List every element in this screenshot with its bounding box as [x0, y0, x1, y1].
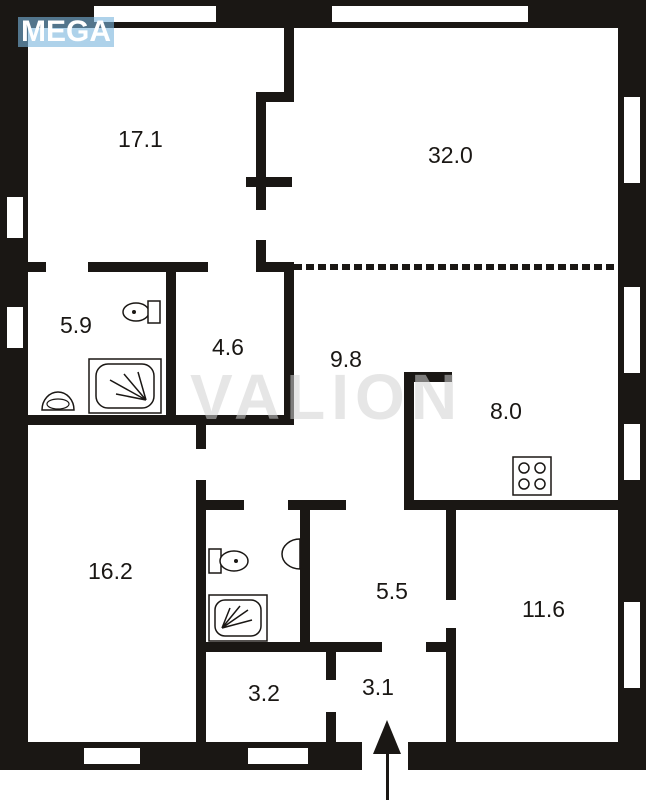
wall — [446, 628, 456, 742]
wall-left — [0, 0, 28, 770]
wall — [196, 415, 206, 449]
window — [82, 746, 142, 766]
shower-icon — [208, 594, 268, 642]
wall — [284, 262, 294, 424]
window — [622, 285, 642, 375]
wall — [404, 372, 414, 510]
window — [246, 746, 310, 766]
room-area-label: 5.9 — [60, 312, 92, 338]
room-area-label: 9.8 — [330, 346, 362, 372]
wall — [256, 262, 294, 272]
window — [622, 422, 642, 482]
wall — [206, 642, 382, 652]
sink-icon — [281, 538, 301, 570]
window — [330, 4, 530, 24]
watermark-text: VALION — [190, 361, 464, 433]
room-area-label: 3.2 — [248, 680, 280, 706]
brand-logo: MEGA — [18, 17, 114, 47]
partition-dashed — [294, 264, 618, 270]
window — [622, 600, 642, 690]
sink-icon — [41, 391, 75, 411]
stove-icon — [512, 456, 552, 496]
wall — [28, 262, 46, 272]
wall — [404, 372, 452, 382]
wall — [404, 500, 618, 510]
room-area-label: 4.6 — [212, 334, 244, 360]
room-area-label: 32.0 — [428, 142, 473, 168]
wall — [446, 510, 456, 600]
window — [92, 4, 218, 24]
window — [622, 95, 642, 185]
toilet-icon — [208, 548, 249, 574]
room-area-label: 8.0 — [490, 398, 522, 424]
wall — [166, 262, 176, 424]
wall — [88, 262, 208, 272]
room-area-label: 11.6 — [522, 596, 566, 622]
wall — [256, 240, 266, 272]
wall — [206, 500, 244, 510]
wall — [246, 177, 292, 187]
wall — [426, 642, 456, 652]
window — [5, 195, 25, 240]
wall — [28, 415, 294, 425]
wall — [300, 500, 310, 648]
wall — [256, 92, 266, 210]
room-area-label: 5.5 — [376, 578, 408, 604]
entrance-arrow-icon — [373, 720, 401, 800]
wall — [288, 500, 346, 510]
room-area-label: 16.2 — [88, 558, 133, 584]
wall — [256, 92, 294, 102]
shower-icon — [88, 358, 162, 414]
wall — [284, 28, 294, 100]
window — [5, 305, 25, 350]
wall — [196, 480, 206, 742]
wall-bottom-right — [408, 742, 646, 770]
room-area-label: 3.1 — [362, 674, 394, 700]
wall — [326, 712, 336, 742]
toilet-icon — [122, 300, 161, 324]
wall — [326, 652, 336, 680]
room-area-label: 17.1 — [118, 126, 163, 152]
